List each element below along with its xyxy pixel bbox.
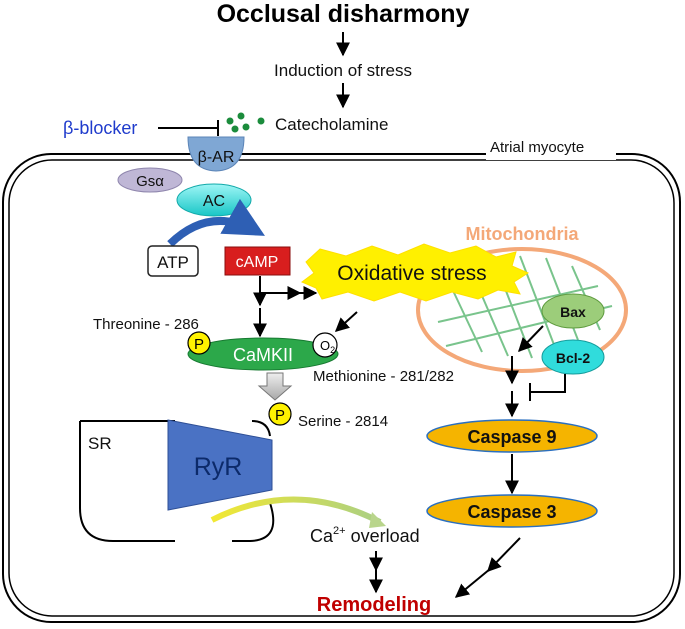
sr-bottom-right	[232, 502, 275, 542]
arrow-bax	[518, 325, 544, 353]
caspase3-node	[426, 494, 598, 528]
beta-ar-receptor	[187, 136, 245, 172]
atrial-myocyte-label-bg	[486, 138, 616, 160]
cell-membrane-inner	[8, 159, 675, 617]
beta-blocker-label: β-blocker	[63, 118, 137, 138]
phospho-serine-p: P	[275, 407, 285, 424]
bax-label: Bax	[560, 304, 586, 320]
camkii-enzyme	[187, 337, 339, 371]
catecholamine-label: Catecholamine	[275, 115, 388, 134]
atrial-myocyte-label: Atrial myocyte	[490, 139, 584, 156]
ac-label: AC	[203, 193, 225, 210]
arrow-caspase3-to-remodeling-b	[454, 568, 491, 598]
ryr-channel	[167, 419, 273, 511]
atp-label: ATP	[157, 253, 189, 272]
bax-protein	[541, 293, 605, 329]
remodeling-label: Remodeling	[317, 594, 431, 616]
phospho-serine-badge	[268, 402, 292, 426]
o2-badge	[312, 332, 338, 358]
induction-label: Induction of stress	[274, 61, 412, 80]
threonine-label: Threonine - 286	[93, 316, 199, 333]
beta-ar-label: β-AR	[198, 149, 235, 166]
bcl2-label: Bcl-2	[556, 350, 590, 366]
camkii-label: CaMKII	[233, 345, 293, 365]
atp-to-camp-arrow	[167, 198, 265, 247]
sr-label: SR	[88, 434, 112, 453]
oxidative-stress-label: Oxidative stress	[337, 262, 486, 285]
cell-membrane-outer	[2, 153, 681, 623]
bcl2-inhibit-line	[530, 374, 566, 393]
ca-overload-label: Ca2+ overload	[310, 525, 420, 546]
ryr-label: RyR	[194, 453, 243, 481]
sr-compartment	[79, 420, 175, 542]
serine-label: Serine - 2814	[298, 413, 388, 430]
atp-box	[147, 245, 199, 277]
arrow-o2-in	[334, 311, 358, 332]
ca-release-arrowhead	[369, 512, 386, 528]
camp-label: cAMP	[236, 254, 279, 271]
phospho-threonine-p: P	[194, 336, 204, 353]
arrow-caspase3-to-remodeling-a	[487, 537, 521, 573]
o2-label: O2	[320, 338, 335, 355]
gsa-protein	[117, 167, 183, 193]
camp-box	[224, 246, 291, 276]
methionine-label: Methionine - 281/282	[313, 368, 454, 385]
caspase9-label: Caspase 9	[467, 427, 556, 447]
caspase9-node	[426, 419, 598, 453]
phospho-threonine-badge	[187, 331, 211, 355]
mitochondria-label: Mitochondria	[466, 224, 580, 244]
gsa-label: Gsα	[136, 173, 164, 190]
caspase3-label: Caspase 3	[467, 502, 556, 522]
bcl2-protein	[541, 339, 605, 375]
camkii-to-ryr-arrow	[257, 372, 293, 401]
sr-top-right	[251, 420, 271, 437]
title: Occlusal disharmony	[217, 0, 470, 28]
catecholamine-dots	[226, 112, 265, 133]
ca-release-arc	[210, 496, 382, 525]
